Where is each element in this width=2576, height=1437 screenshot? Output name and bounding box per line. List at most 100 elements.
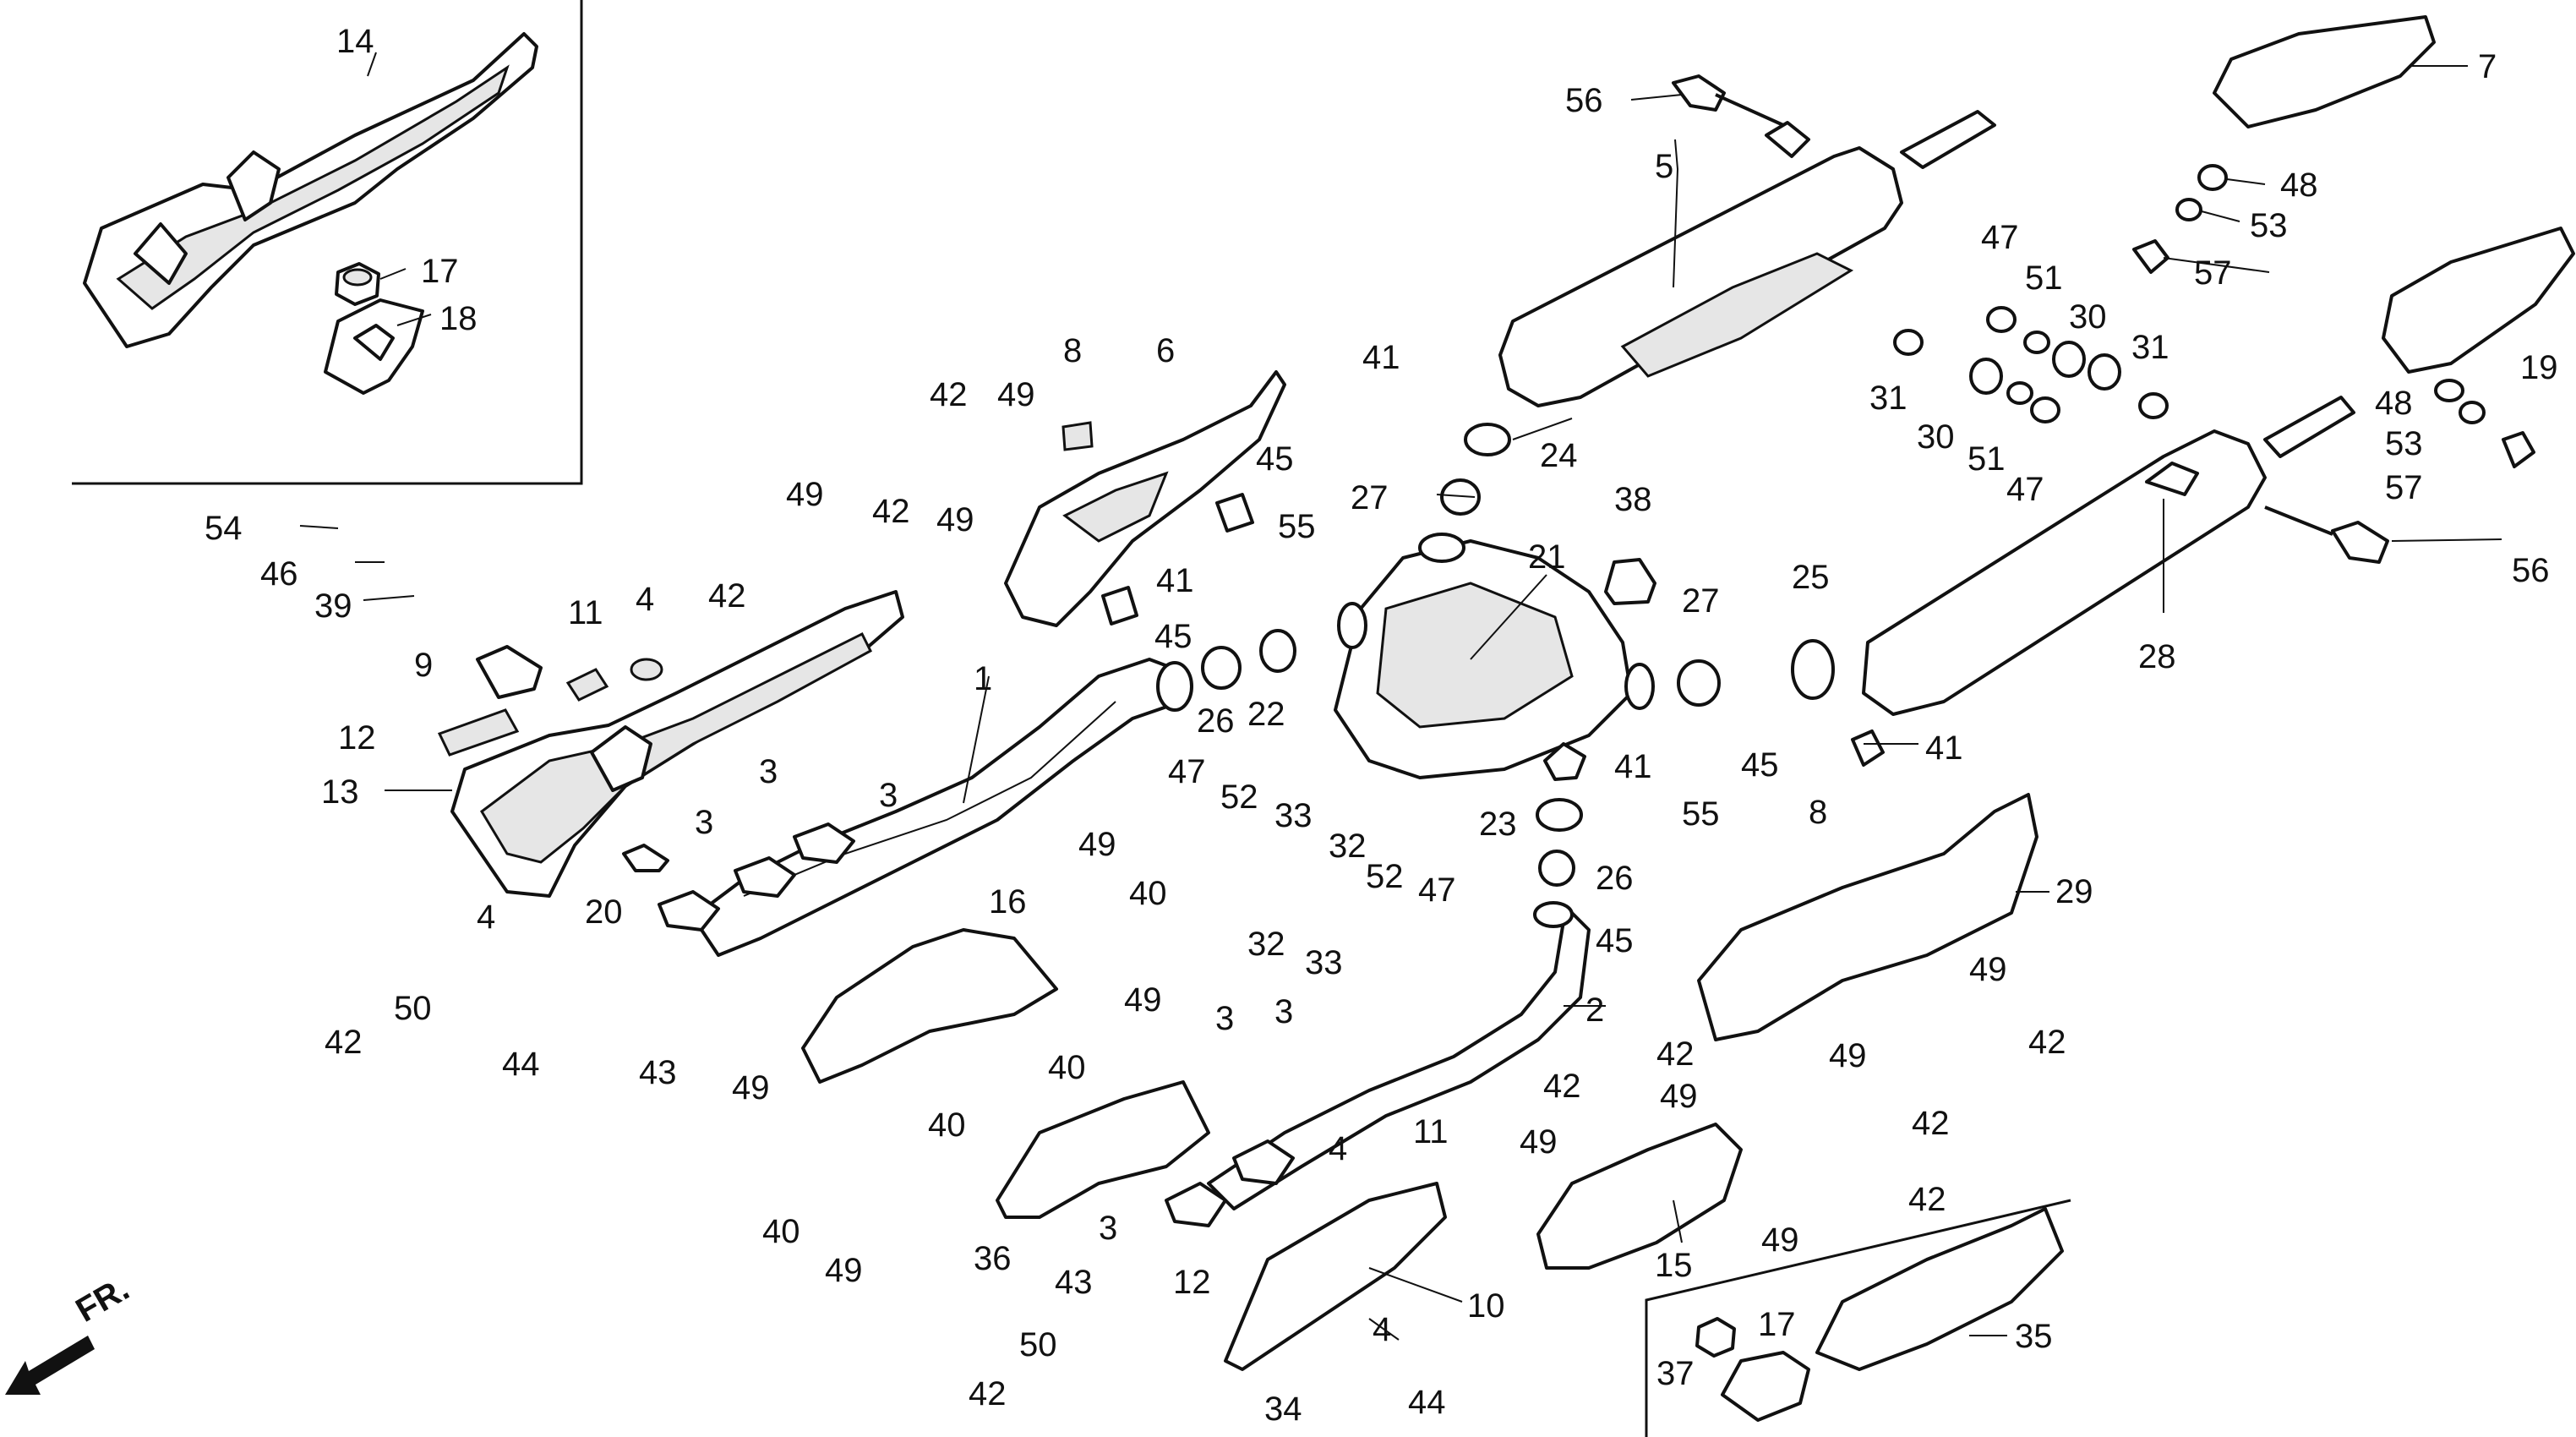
- callout-33-b: 33: [1305, 944, 1343, 981]
- callout-18: 18: [439, 300, 478, 337]
- part-35-heat-shield: [1815, 1207, 2064, 1371]
- callout-56-a: 56: [1565, 82, 1603, 119]
- callout-21: 21: [1528, 538, 1566, 576]
- callout-45-d: 45: [1596, 922, 1634, 959]
- callout-3-a: 3: [759, 753, 778, 790]
- callout-41-a: 41: [1362, 339, 1400, 376]
- callout-49-k: 49: [825, 1252, 863, 1289]
- callout-49-j: 49: [1761, 1221, 1799, 1259]
- callout-34: 34: [1264, 1391, 1302, 1428]
- callout-28: 28: [2138, 638, 2176, 675]
- inset-frame-bottom-right: [1645, 1199, 2071, 1437]
- callout-41-c: 41: [1925, 729, 1963, 767]
- callout-5: 5: [1655, 148, 1673, 185]
- callout-49-g: 49: [1124, 981, 1162, 1019]
- callout-50-a: 50: [394, 990, 432, 1027]
- callout-33-a: 33: [1274, 797, 1313, 834]
- callout-10: 10: [1467, 1287, 1505, 1325]
- callout-40-a: 40: [1129, 875, 1167, 912]
- callout-4-c: 4: [1329, 1130, 1347, 1167]
- callout-45-a: 45: [1256, 440, 1294, 478]
- callout-25: 25: [1792, 559, 1830, 596]
- part-38-clip: [1604, 558, 1656, 605]
- part-2-exhaust-pipe: [1165, 901, 1591, 1227]
- callout-37: 37: [1656, 1355, 1695, 1392]
- callout-labels: 14 17 18 54 46 39 42 49 42 49 42 49 8 6 …: [205, 23, 2558, 1428]
- part-24-clamp: [1464, 423, 1511, 456]
- callout-42-h: 42: [1543, 1068, 1581, 1105]
- callout-43-a: 43: [639, 1054, 677, 1091]
- part-56-bolt-right: [2264, 505, 2389, 564]
- callout-42-a: 42: [708, 577, 746, 615]
- callout-49-i: 49: [1520, 1123, 1558, 1161]
- callout-50-b: 50: [1019, 1326, 1057, 1363]
- part-19-tail-tip: [2382, 227, 2575, 374]
- callout-2: 2: [1585, 992, 1604, 1029]
- callout-17-inset: 17: [421, 253, 459, 290]
- callout-48-a: 48: [2280, 167, 2318, 204]
- callout-49-d: 49: [1078, 826, 1116, 863]
- part-8-clip-top: [1062, 421, 1094, 451]
- callout-42-f: 42: [1912, 1105, 1950, 1142]
- part-14-heat-shield: [83, 32, 538, 348]
- callout-41-d: 41: [1614, 748, 1652, 785]
- callout-24: 24: [1540, 437, 1578, 474]
- callout-14-inset: 14: [336, 23, 374, 60]
- callout-49-f: 49: [1829, 1037, 1867, 1074]
- part-22-clamp: [1259, 629, 1296, 673]
- callout-47-b: 47: [2006, 471, 2044, 508]
- part-17-nut-top: [335, 262, 380, 306]
- part-26-ring-a: [1201, 646, 1242, 690]
- part-9-clip: [476, 645, 543, 699]
- part-28-muffler: [1862, 396, 2355, 716]
- callout-53-a: 53: [2250, 207, 2288, 244]
- direction-label: FR.: [70, 1270, 136, 1329]
- callout-4-d: 4: [1373, 1311, 1391, 1348]
- callout-17-bottom: 17: [1758, 1306, 1796, 1343]
- callout-47-d: 47: [1418, 871, 1456, 909]
- part-21-chamber: [1334, 533, 1655, 781]
- part-34-heat-shield: [1224, 1182, 1447, 1371]
- callout-3-b: 3: [879, 777, 898, 814]
- part-4-nut: [630, 658, 663, 681]
- callout-32-b: 32: [1247, 926, 1285, 963]
- callout-30-b: 30: [1917, 418, 1955, 456]
- callout-3-e: 3: [1274, 993, 1293, 1030]
- callout-40-b: 40: [1048, 1049, 1086, 1086]
- callout-47-c: 47: [1168, 753, 1206, 790]
- callout-30-a: 30: [2069, 298, 2107, 336]
- callout-57-a: 57: [2194, 254, 2232, 292]
- callout-26-b: 26: [1596, 860, 1634, 897]
- callout-44-b: 44: [1408, 1384, 1446, 1421]
- part-29-heat-shield: [1697, 793, 2038, 1041]
- callout-48-b: 48: [2375, 385, 2413, 422]
- part-37-bracket: [1721, 1351, 1810, 1422]
- callout-3-d: 3: [1215, 1000, 1234, 1037]
- callout-16: 16: [989, 883, 1027, 921]
- part-18-bracket: [324, 298, 424, 395]
- callout-7: 7: [2478, 48, 2497, 85]
- callout-56-b: 56: [2512, 552, 2550, 589]
- callout-31-b: 31: [1869, 380, 1907, 417]
- callout-42-g: 42: [1656, 1035, 1695, 1073]
- part-17-nut-bottom: [1695, 1317, 1736, 1358]
- callout-27-b: 27: [1682, 582, 1720, 620]
- callout-39: 39: [314, 587, 352, 625]
- part-45-clip-a: [1215, 493, 1254, 533]
- part-15-heat-shield: [1536, 1123, 1743, 1270]
- part-5-muffler: [1498, 110, 1996, 407]
- callout-27-a: 27: [1351, 479, 1389, 516]
- callout-55-a: 55: [1278, 508, 1316, 545]
- callout-52-a: 52: [1220, 779, 1258, 816]
- callout-42-c: 42: [930, 376, 968, 413]
- callout-44-a: 44: [502, 1046, 540, 1083]
- callout-43-b: 43: [1055, 1264, 1093, 1301]
- part-1-exhaust-pipe: [658, 658, 1193, 957]
- part-56-bolt-top: [1672, 74, 1784, 127]
- inset-frame-top-left: [72, 0, 583, 485]
- callout-31-a: 31: [2131, 329, 2169, 366]
- part-11-pad: [565, 668, 609, 702]
- callout-13: 13: [321, 773, 359, 811]
- part-45-clip-b: [1101, 586, 1138, 626]
- part-23-clamp: [1536, 798, 1583, 832]
